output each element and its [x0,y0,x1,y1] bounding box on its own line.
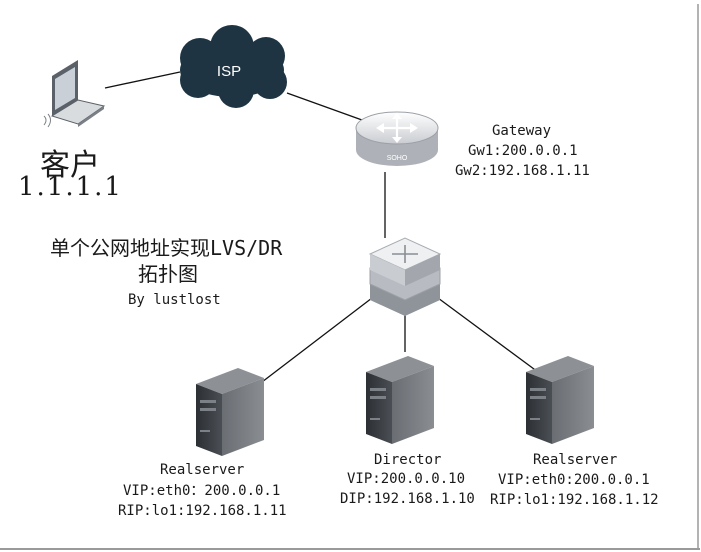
realserver-right-vip: VIP:eth0:200.0.0.1 [498,472,650,488]
author-credit: By lustlost [128,292,221,308]
gateway-soho-badge: SOHO [387,155,408,162]
link-switch-realserver-left [261,297,373,383]
connection-lines [104,71,539,383]
realserver-right-name: Realserver [533,452,618,468]
realserver-right-icon [526,356,594,444]
director-server-icon [366,356,434,444]
diagram-title: 单个公网地址实现LVS/DR [50,236,283,260]
realserver-left-vip: VIP:eth0：200.0.0.1 [123,483,281,499]
client-name: 客户 [40,148,100,183]
isp-label: ISP [217,63,241,80]
director-vip: VIP:200.0.0.10 [347,471,466,487]
realserver-left-name: Realserver [160,462,245,478]
link-laptop-isp [104,71,181,89]
director-name: Director [374,452,442,468]
realserver-left-icon [196,368,264,456]
link-switch-realserver-right [437,297,539,373]
link-isp-gateway [286,92,363,121]
gateway-gw1: Gw1:200.0.0.1 [468,143,578,159]
gateway-name: Gateway [492,123,552,139]
diagram-subtitle: 拓扑图 [138,262,198,286]
core-switch-icon [368,237,442,316]
gateway-gw2: Gw2:192.168.1.11 [455,163,590,179]
isp-cloud-icon [180,25,287,108]
page-frame [0,4,700,550]
director-dip: DIP:192.168.1.10 [340,491,475,507]
realserver-left-rip: RIP:lo1:192.168.1.11 [118,503,287,519]
laptop-icon [43,60,106,128]
client-ip: 1.1.1.1 [18,172,123,202]
realserver-right-rip: RIP:lo1:192.168.1.12 [490,492,659,508]
gateway-router-icon [355,111,439,166]
